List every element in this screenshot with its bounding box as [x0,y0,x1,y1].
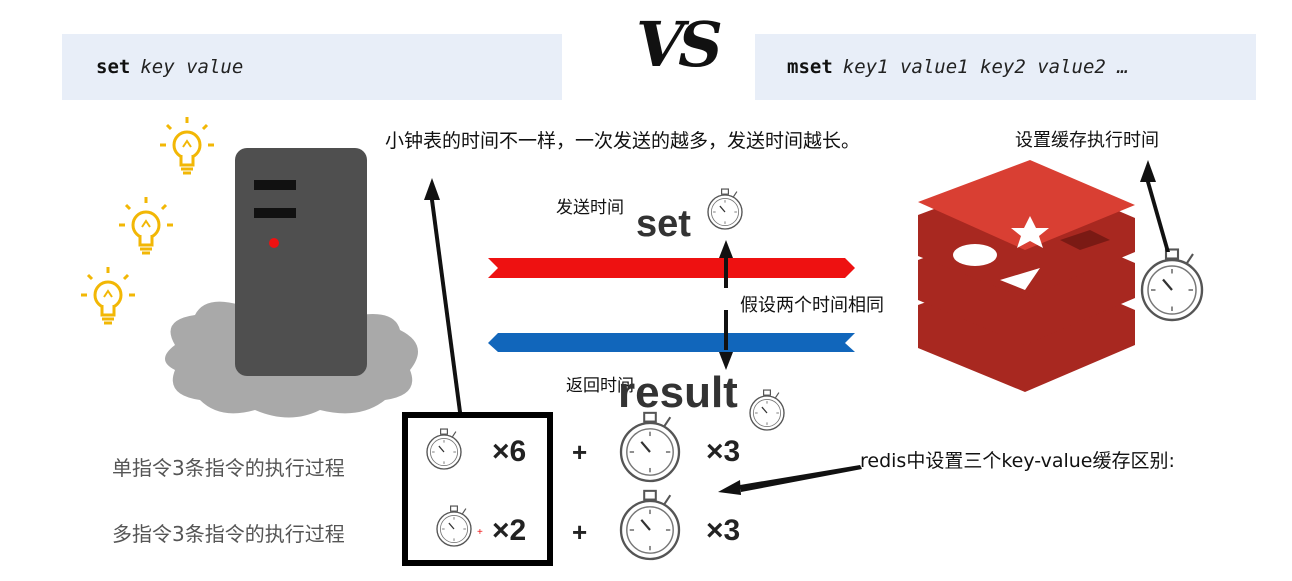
set-keyword: set [96,56,131,78]
assume-equal-label: 假设两个时间相同 [740,295,884,316]
single-exec-count: ×3 [706,435,741,468]
difference-label: redis中设置三个key-value缓存区别: [860,450,1175,472]
single-instruction-row-label: 单指令3条指令的执行过程 [112,456,345,480]
single-command-box: set key value [62,34,562,100]
multi-command-box: mset key1 value1 key2 value2 … [755,34,1256,100]
multi-instruction-row-label: 多指令3条指令的执行过程 [112,522,345,546]
cache-exec-time-label: 设置缓存执行时间 [1015,130,1159,151]
multi-exec-count: ×3 [706,514,741,547]
mset-args: key1 value1 key2 value2 … [842,56,1129,78]
single-plus: + [572,437,588,467]
send-count-highlight-box [402,412,553,566]
clock-note-label: 小钟表的时间不一样，一次发送的越多，发送时间越长。 [385,130,861,152]
multi-plus: + [572,517,588,547]
multi-send-count: ×2 [492,514,527,547]
send-time-label: 发送时间 [556,198,624,218]
result-label: result [618,368,738,417]
svg-text:+: + [477,527,483,538]
set-args: key value [140,56,244,78]
versus-label: VS [636,8,723,81]
return-time-label: 返回时间 [566,376,634,396]
set-label: set [636,203,691,245]
mset-keyword: mset [787,56,833,78]
single-send-count: ×6 [492,435,527,468]
